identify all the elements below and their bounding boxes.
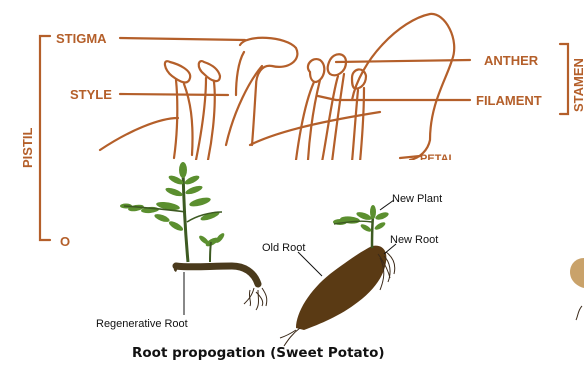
stamen-left-2 <box>199 61 220 81</box>
diagram-caption: Root propogation (Sweet Potato) <box>132 345 385 361</box>
stamen-right-2 <box>328 54 346 75</box>
new-root-label: New Root <box>390 234 438 246</box>
stamen-bracket <box>560 44 568 114</box>
style-shape <box>226 52 262 145</box>
pistil-bracket <box>40 36 50 240</box>
petal-left <box>100 118 178 150</box>
stamen-label: STAMEN <box>571 58 584 112</box>
style-leader <box>120 94 228 95</box>
root-panel <box>74 160 584 372</box>
stigma-shape <box>240 38 297 145</box>
pistil-label: PISTIL <box>20 127 35 168</box>
receptacle-line <box>250 112 380 145</box>
new-plant-label: New Plant <box>392 193 442 205</box>
stamen-right-1 <box>308 59 324 82</box>
stigma-leader <box>120 38 245 40</box>
filament-label: FILAMENT <box>476 93 542 108</box>
petal-right <box>352 14 454 160</box>
anther-leader <box>336 60 470 62</box>
new-plant-stem <box>372 216 373 248</box>
stamen-right-1-filament <box>296 80 320 160</box>
stigma-label: STIGMA <box>56 31 107 46</box>
stamen-left-2-filament <box>196 78 215 160</box>
ovary-cut-label: O <box>60 234 70 249</box>
regenerative-root-label: Regenerative Root <box>96 318 188 330</box>
anther-label: ANTHER <box>484 53 539 68</box>
small-shoot <box>210 242 211 262</box>
style-label: STYLE <box>70 87 112 102</box>
old-root-label: Old Root <box>262 242 305 254</box>
stamen-left-1 <box>165 61 190 82</box>
